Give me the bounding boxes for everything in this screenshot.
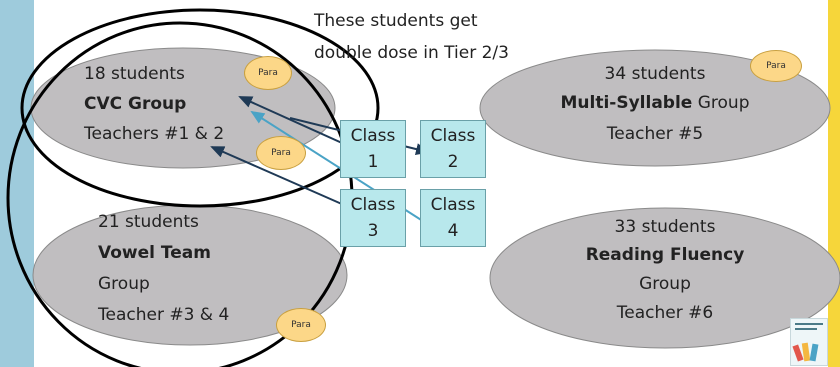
class-2-box: Class 2 [420,120,486,178]
para-badge-vowel: Para [276,308,326,342]
multi-student-count: 34 students [604,64,706,84]
class-4-box: Class 4 [420,189,486,247]
vowel-group-name: Vowel Team [98,243,211,263]
para-badge-multi: Para [750,50,802,82]
fluency-teacher: Teacher #6 [616,303,714,323]
book-cover-thumbnail [790,318,828,366]
class-1-box: Class 1 [340,120,406,178]
class-1-number: 1 [367,152,379,172]
class-4-label: Class [430,195,476,215]
cvc-student-count: 18 students [84,64,185,84]
class-3-box: Class 3 [340,189,406,247]
vowel-group-suffix: Group [98,274,150,294]
arrow-class3-to-cvc [210,146,361,213]
double-dose-note-line1: These students get [314,11,478,31]
double-dose-note-line2: double dose in Tier 2/3 [314,43,509,63]
multi-group-name-bold: Multi-Syllable [560,93,693,113]
multi-group-name: Multi-Syllable Group [540,92,770,114]
class-2-number: 2 [447,152,459,172]
class-3-label: Class [350,195,396,215]
fluency-group-suffix: Group [639,274,691,294]
class-2-label: Class [430,126,476,146]
class-4-number: 4 [447,221,459,241]
para-badge-center: Para [256,136,306,170]
vowel-teacher: Teacher #3 & 4 [98,305,230,325]
multi-syllable-group-ellipse [479,49,831,167]
class-1-label: Class [350,126,396,146]
cvc-teacher: Teachers #1 & 2 [84,124,225,144]
para-badge-cvc: Para [244,56,292,90]
multi-teacher: Teacher #5 [606,124,704,144]
multi-group-name-rest: Group [692,93,750,113]
left-accent-strip [0,0,34,367]
cvc-group-name: CVC Group [84,94,187,114]
fluency-student-count: 33 students [614,217,716,237]
fluency-group-name: Reading Fluency [585,245,745,265]
class-3-number: 3 [367,221,379,241]
double-dose-outline-top [20,8,380,208]
reading-fluency-group-ellipse [489,207,840,349]
vowel-student-count: 21 students [98,212,199,232]
